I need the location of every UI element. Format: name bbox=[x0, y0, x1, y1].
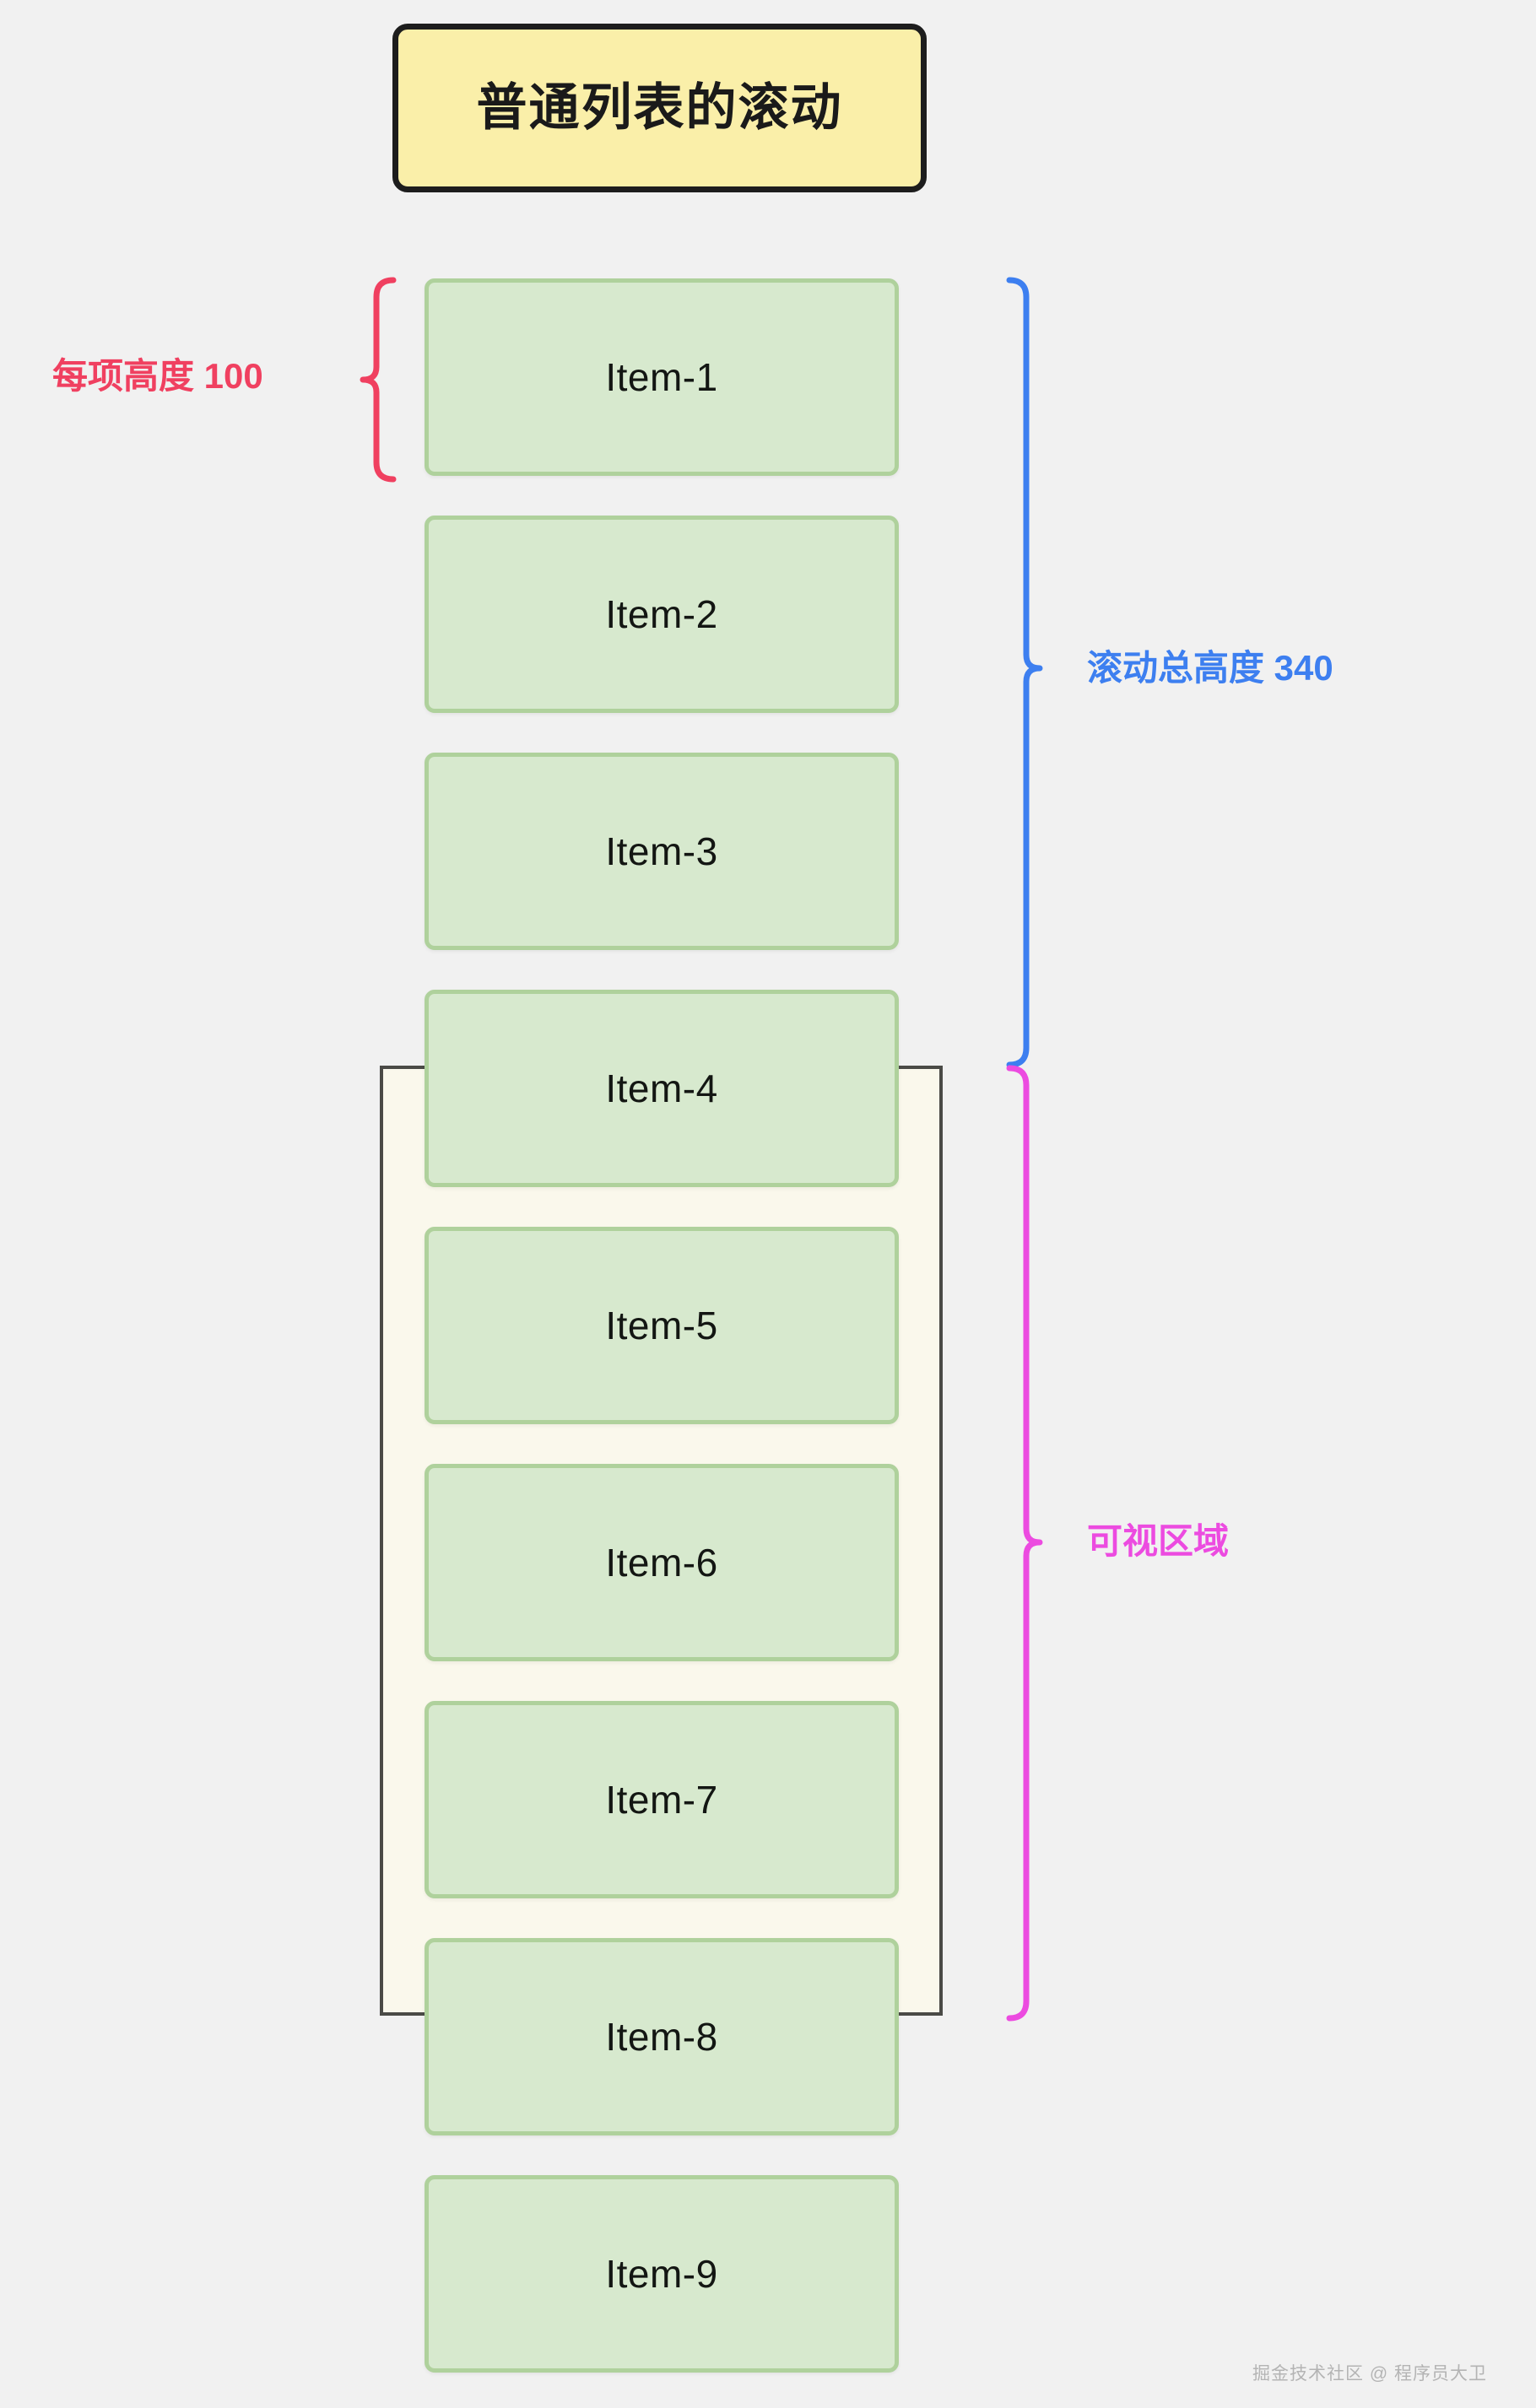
list-item[interactable]: Item-3 bbox=[425, 753, 899, 950]
list-item-label: Item-3 bbox=[605, 829, 718, 873]
list-item-label: Item-4 bbox=[605, 1066, 718, 1110]
list-item[interactable]: Item-7 bbox=[425, 1701, 899, 1898]
diagram-title-box: 普通列表的滚动 bbox=[392, 24, 927, 192]
list-item[interactable]: Item-8 bbox=[425, 1938, 899, 2135]
list-item-label: Item-5 bbox=[605, 1304, 718, 1347]
list-item-label: Item-9 bbox=[605, 2252, 718, 2296]
list-item[interactable]: Item-5 bbox=[425, 1227, 899, 1424]
list-item[interactable]: Item-2 bbox=[425, 516, 899, 713]
list-item-label: Item-1 bbox=[605, 355, 718, 399]
visible-area-annotation-label: 可视区域 bbox=[1087, 1521, 1230, 1561]
list-item[interactable]: Item-9 bbox=[425, 2175, 899, 2373]
list-item-label: Item-6 bbox=[605, 1541, 718, 1585]
watermark-text: 掘金技术社区 @ 程序员大卫 bbox=[1252, 2364, 1487, 2384]
item-height-annotation-label: 每项高度 100 bbox=[52, 356, 263, 396]
list-item[interactable]: Item-1 bbox=[425, 278, 899, 476]
list-item-label: Item-7 bbox=[605, 1778, 718, 1822]
list-item-label: Item-2 bbox=[605, 592, 718, 636]
list-item-label: Item-8 bbox=[605, 2015, 718, 2059]
diagram-title-text: 普通列表的滚动 bbox=[476, 79, 843, 136]
list-item[interactable]: Item-4 bbox=[425, 990, 899, 1187]
total-scroll-height-annotation-label: 滚动总高度 340 bbox=[1087, 648, 1333, 688]
list-item[interactable]: Item-6 bbox=[425, 1464, 899, 1661]
